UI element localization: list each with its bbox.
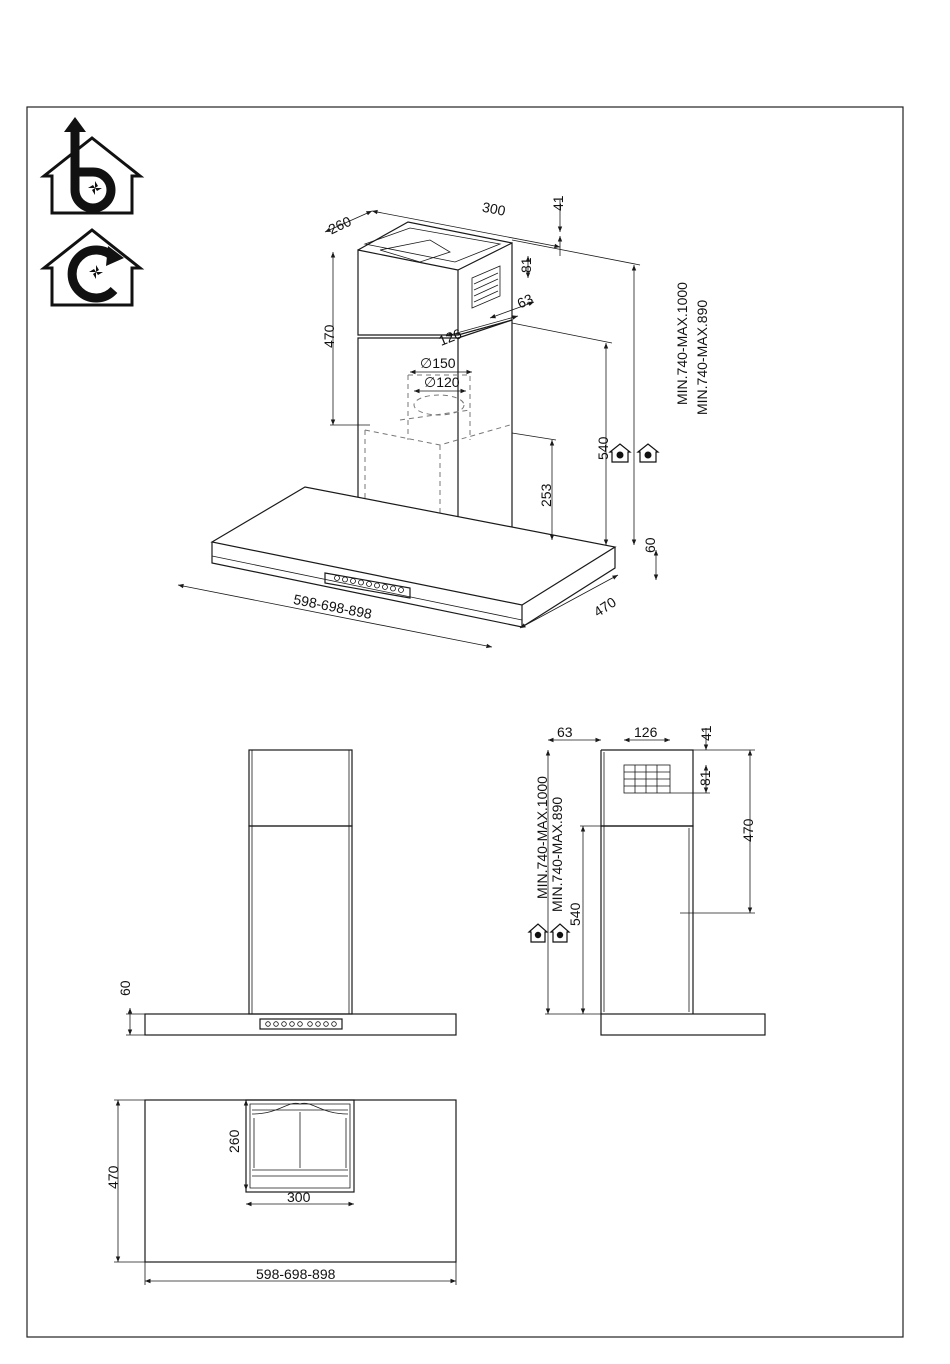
iso-dim-470: 470 (321, 324, 337, 348)
ducted-mode-icon-small (610, 444, 630, 462)
top-view: 260 300 470 598-698-898 (105, 1100, 456, 1285)
side-view: 63 126 41 81 470 MIN.740-MAX.1000 MIN.74… (529, 724, 765, 1035)
iso-dim-60: 60 (642, 537, 658, 553)
iso-dim-width: 598-698-898 (292, 591, 373, 622)
iso-dim-540: 540 (595, 436, 611, 460)
iso-dim-470-depth: 470 (591, 594, 619, 620)
recirculating-mode-icon (44, 230, 140, 305)
side-dim-range2: MIN.740-MAX.890 (549, 797, 565, 912)
side-dim-range1: MIN.740-MAX.1000 (534, 776, 550, 899)
iso-dim-260: 260 (326, 213, 354, 237)
iso-dim-range1: MIN.740-MAX.1000 (674, 282, 690, 405)
side-dim-126: 126 (634, 724, 658, 740)
iso-dim-d150: ∅150 (420, 355, 456, 371)
side-dim-63: 63 (557, 724, 573, 740)
top-dim-width: 598-698-898 (256, 1266, 336, 1282)
ducted-mode-icon (44, 117, 140, 213)
front-control-panel (260, 1019, 342, 1029)
iso-dim-range2: MIN.740-MAX.890 (694, 300, 710, 415)
iso-dim-d120: ∅120 (424, 374, 460, 390)
top-dim-260: 260 (226, 1129, 242, 1153)
front-view: 60 (117, 750, 456, 1035)
drawing-frame (27, 107, 903, 1337)
side-dim-81: 81 (697, 770, 713, 786)
side-dim-540: 540 (567, 902, 583, 926)
side-vent-grille-2d (624, 765, 670, 793)
top-dim-470: 470 (105, 1165, 121, 1189)
isometric-view: 260 300 41 81 63 126 470 ∅150 ∅120 540 M… (178, 195, 710, 647)
iso-dim-41: 41 (550, 195, 566, 211)
ducted-mode-icon-small-side (529, 924, 547, 942)
iso-dim-81: 81 (518, 257, 534, 273)
side-dim-470: 470 (740, 818, 756, 842)
iso-dim-126: 126 (436, 325, 464, 349)
front-dim-60: 60 (117, 980, 133, 996)
side-vent-grille (472, 266, 500, 308)
iso-dim-253: 253 (538, 483, 554, 507)
side-dim-41: 41 (698, 725, 714, 741)
recirculating-mode-icon-small (638, 444, 658, 462)
iso-dim-300: 300 (481, 199, 507, 219)
top-dim-300: 300 (287, 1189, 311, 1205)
